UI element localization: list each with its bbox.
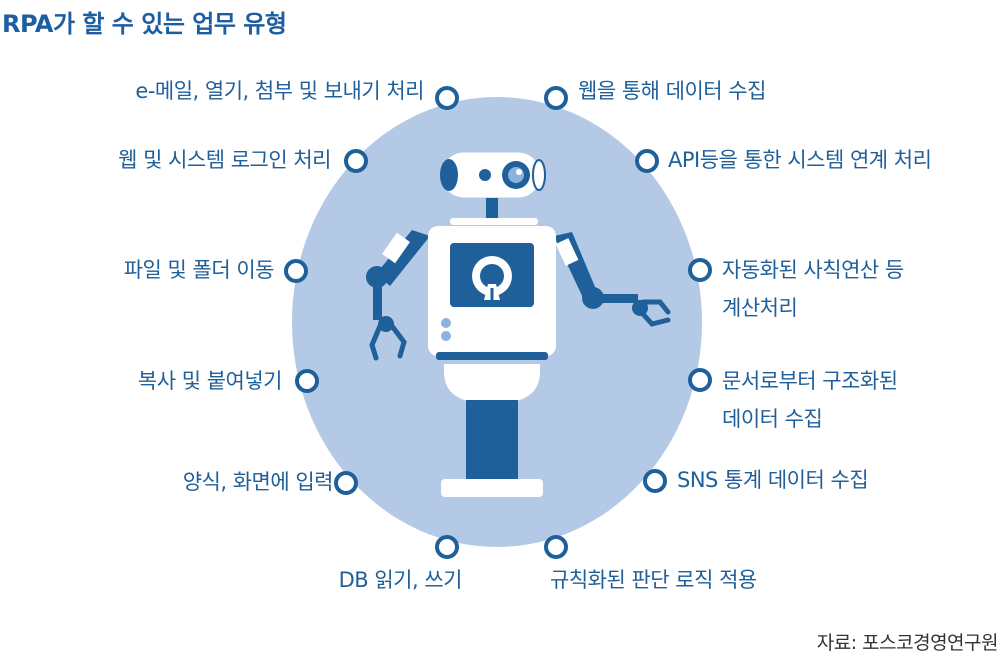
node-marker [643,469,667,493]
left-item-copy-paste: 복사 및 붙여넣기 [137,369,283,393]
robot-left-arm [366,230,430,361]
node-marker [544,535,568,559]
right-item-api: API등을 통한 시스템 연계 처리 [668,148,932,172]
right-item-arithmetic-line2: 계산처리 [722,296,798,320]
robot-right-arm [554,232,671,327]
node-marker [544,86,568,110]
node-marker [635,149,659,173]
page-title: RPA가 할 수 있는 업무 유형 [2,10,287,38]
robot-left-eye [479,169,491,181]
left-item-email: e-메일, 열기, 첨부 및 보내기 처리 [135,79,424,103]
robot-button [441,331,451,341]
robot-illustration [366,151,671,497]
right-item-web-collect: 웹을 통해 데이터 수집 [578,79,766,103]
left-item-login: 웹 및 시스템 로그인 처리 [118,148,331,172]
robot-foot [441,479,543,497]
robot-right-ear [532,159,546,191]
left-item-file-move: 파일 및 폴더 이동 [123,258,275,282]
left-item-form-input: 양식, 화면에 입력 [182,470,334,494]
robot-button [441,318,451,328]
node-marker [334,471,358,495]
node-marker [688,368,712,392]
node-marker [435,535,459,559]
robot-neck [486,198,498,224]
node-marker [284,259,308,283]
right-item-document-line2: 데이터 수집 [722,407,823,431]
right-item-sns: SNS 통계 데이터 수집 [677,468,869,492]
node-marker [688,258,712,282]
robot-left-ear [440,159,458,191]
node-marker [295,369,319,393]
node-marker [435,86,459,110]
right-item-rule-logic: 규칙화된 판단 로직 적용 [550,568,757,592]
robot-leg [466,400,518,482]
right-item-document-line1: 문서로부터 구조화된 [722,369,898,393]
left-item-db: DB 읽기, 쓰기 [338,568,463,592]
source-note: 자료: 포스코경영연구원 [816,632,999,654]
robot-hip [444,364,540,404]
node-marker [344,149,368,173]
node-markers [284,86,712,559]
right-item-arithmetic-line1: 자동화된 사칙연산 등 [722,258,904,282]
